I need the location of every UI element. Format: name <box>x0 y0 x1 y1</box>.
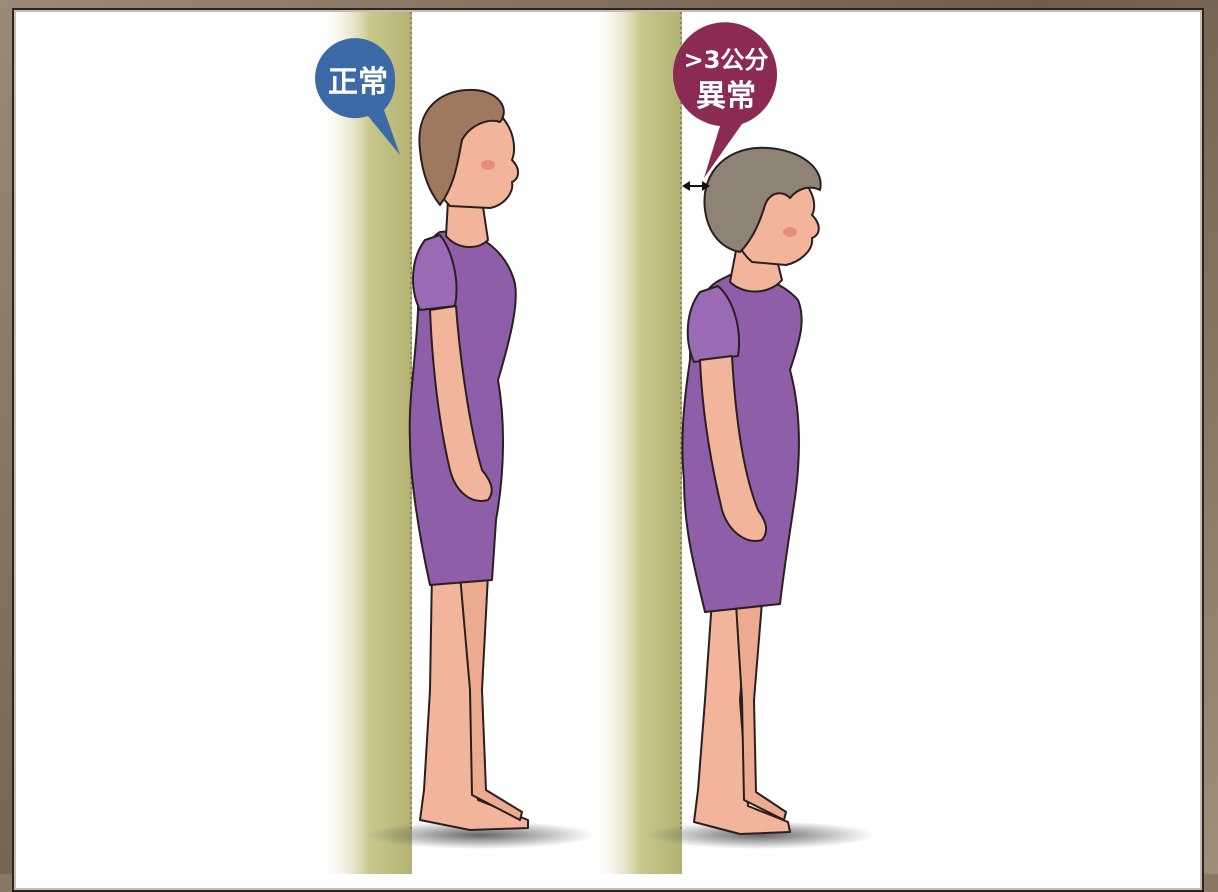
normal-posture-figure <box>410 90 528 830</box>
right-wall <box>590 12 682 874</box>
abnormal-distance-label: >3公分 <box>684 46 769 74</box>
abnormal-label: 異常 <box>696 79 756 114</box>
normal-label: 正常 <box>328 65 388 100</box>
left-wall <box>318 12 412 874</box>
posture-illustration: 正常 >3公分 異常 <box>0 0 1218 874</box>
abnormal-posture-figure <box>682 148 820 834</box>
